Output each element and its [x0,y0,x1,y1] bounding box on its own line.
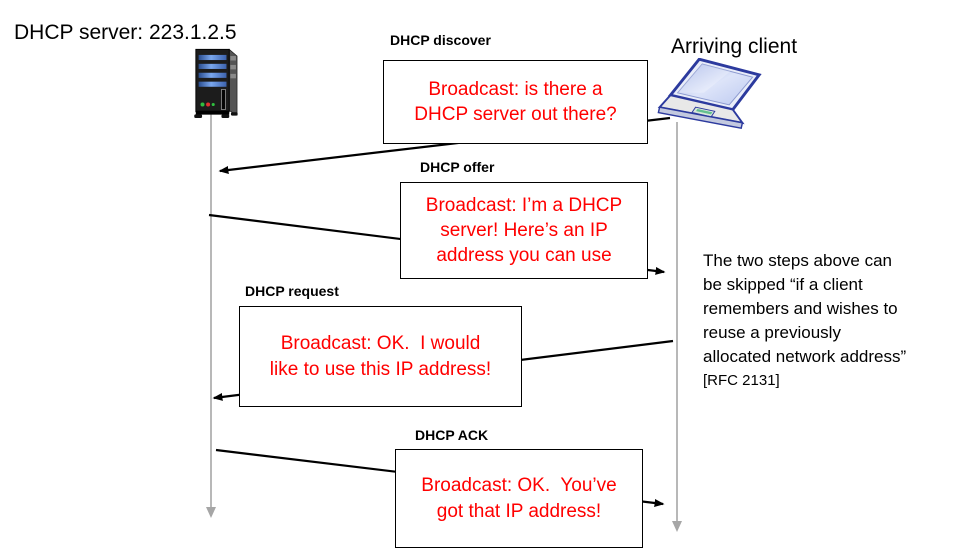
note-line: allocated network address” [703,347,907,366]
dhcp-ack-box: Broadcast: OK. You’ve got that IP addres… [395,449,643,548]
note-line: remembers and wishes to [703,299,898,318]
rfc-note: The two steps above can be skipped “if a… [703,249,953,392]
client-title: Arriving client [671,35,798,58]
message-line: DHCP server out there? [414,104,617,125]
dhcp-offer-box: Broadcast: I’m a DHCP server! Here’s an … [400,182,648,279]
server-icon [191,46,243,124]
note-line: The two steps above can [703,251,893,270]
message-line: server! Here’s an IP [440,219,608,241]
note-line: reuse a previously [703,323,841,342]
message-line: like to use this IP address! [269,358,492,380]
message-line: address you can use [436,245,612,267]
dhcp-offer-label: DHCP offer [420,159,495,175]
laptop-icon [656,57,764,140]
note-citation: [RFC 2131] [703,372,780,389]
dhcp-request-label: DHCP request [245,283,339,299]
message-line: Broadcast: OK. I would [280,333,481,355]
message-line: Broadcast: I’m a DHCP [425,194,623,216]
message-line: Broadcast: is there a [428,78,603,100]
dhcp-ack-label: DHCP ACK [415,427,489,443]
note-line: be skipped “if a client [703,275,863,294]
server-title: DHCP server: 223.1.2.5 [14,21,237,44]
dhcp-request-box: Broadcast: OK. I would like to use this … [239,306,522,407]
message-line: got that IP address! [436,500,602,522]
dhcp-discover-box: Broadcast: is there a DHCP server out th… [383,60,648,144]
message-line: Broadcast: OK. You’ve [421,475,617,497]
dhcp-discover-label: DHCP discover [390,32,491,48]
